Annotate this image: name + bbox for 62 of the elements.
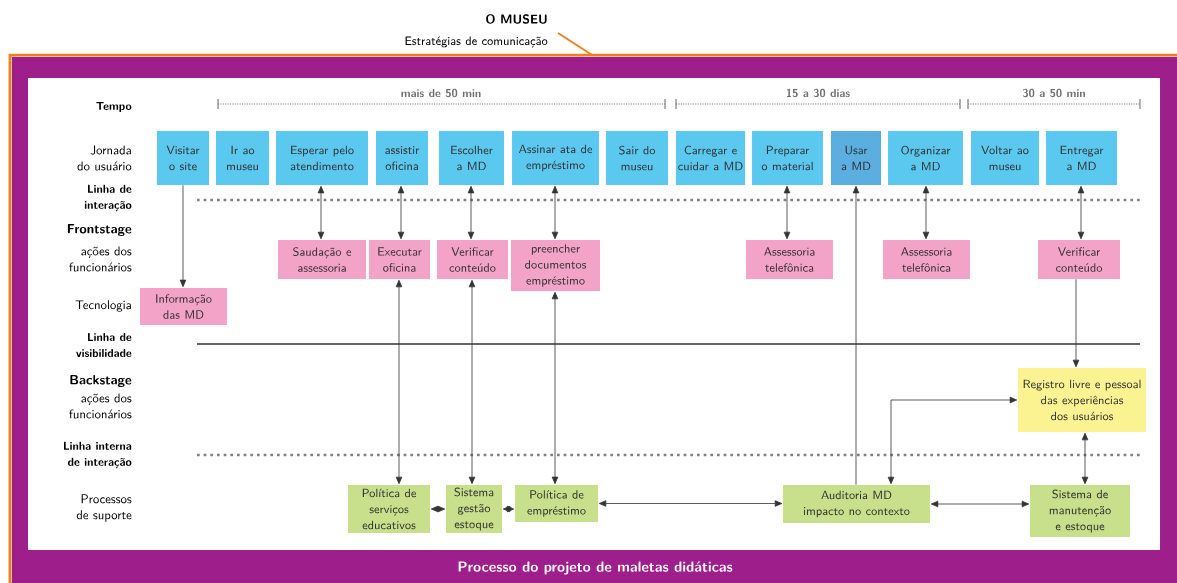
process-box: Informação das MD	[140, 287, 227, 326]
row-label: Frontstage	[67, 224, 132, 236]
process-box: Assessoria telefônica	[746, 240, 833, 279]
process-box: Escolher a MD	[439, 131, 505, 185]
row-label: Linha de visibilidade	[76, 333, 132, 357]
process-box: Esperar pelo atendimento	[276, 131, 368, 185]
arrow	[783, 185, 791, 240]
process-box: Assinar ata de empréstimo	[512, 131, 599, 185]
row-label: Backstage	[70, 375, 132, 387]
caption: Processo do projeto de maletas didáticas	[458, 561, 733, 575]
arrow	[1072, 278, 1080, 368]
text-label: Estratégias de comunicação	[405, 36, 548, 48]
process-box: Organizar a MD	[888, 131, 963, 185]
process-box: Auditoria MD impacto no contexto	[783, 485, 930, 523]
process-box: assistir oficina	[376, 131, 428, 185]
process-box: Usar a MD	[831, 131, 881, 185]
process-box: Sair do museu	[606, 131, 668, 185]
arrow	[598, 500, 783, 507]
process-box: Política de serviços educativos	[348, 485, 430, 533]
process-box: Registro livre e pessoal das experiências dos usuários	[1018, 368, 1146, 432]
arrow	[887, 396, 1018, 485]
time-label: 15 a 30 dias	[786, 88, 850, 98]
arrow	[551, 291, 559, 485]
process-box: Sistema gestão estoque	[446, 485, 502, 533]
arrow	[930, 500, 1030, 508]
process-box: Visitar o site	[157, 131, 209, 185]
arrow	[468, 279, 476, 485]
process-box: Verificar conteúdo	[1038, 240, 1120, 279]
arrow	[502, 505, 515, 513]
arrow	[551, 185, 559, 240]
arrow	[852, 185, 860, 486]
row-label: Processos de suporte	[76, 494, 132, 522]
arrow	[397, 185, 405, 240]
time-label: mais de 50 min	[401, 88, 481, 98]
arrow	[1077, 185, 1085, 240]
row-label: ações dos funcionários	[69, 393, 132, 419]
arrow	[922, 185, 930, 240]
process-box: preencher documentos empréstimo	[510, 240, 601, 291]
process-box: Preparar o material	[752, 131, 823, 185]
row-label: Linha de interação	[84, 184, 132, 212]
row-label: Linha interna de interação	[64, 441, 132, 469]
process-box: Saudação e assessoria	[278, 240, 366, 279]
process-box: Voltar ao museu	[971, 131, 1039, 185]
process-box: Assessoria telefônica	[883, 240, 970, 279]
process-box: Sistema de manutenção e estoque	[1030, 485, 1130, 537]
arrow	[317, 185, 325, 240]
process-box: Entregar a MD	[1046, 131, 1117, 185]
process-box: Executar oficina	[369, 240, 431, 279]
arrow	[395, 279, 403, 485]
arrow	[467, 185, 475, 240]
row-label: Jornada do usuário	[77, 145, 132, 171]
process-box: Ir ao museu	[215, 131, 270, 185]
arrow	[179, 184, 187, 288]
process-box: Carregar e cuidar a MD	[675, 131, 746, 185]
process-box: Política de empréstimo	[515, 484, 598, 523]
row-label: ações dos funcionários	[69, 246, 132, 272]
arrow	[1081, 432, 1089, 485]
arrow	[430, 505, 446, 513]
time-label: 30 a 50 min	[1022, 88, 1085, 98]
process-box: Verificar conteúdo	[437, 240, 508, 279]
title: O MUSEU	[486, 14, 547, 24]
row-label: Tempo	[96, 102, 132, 112]
